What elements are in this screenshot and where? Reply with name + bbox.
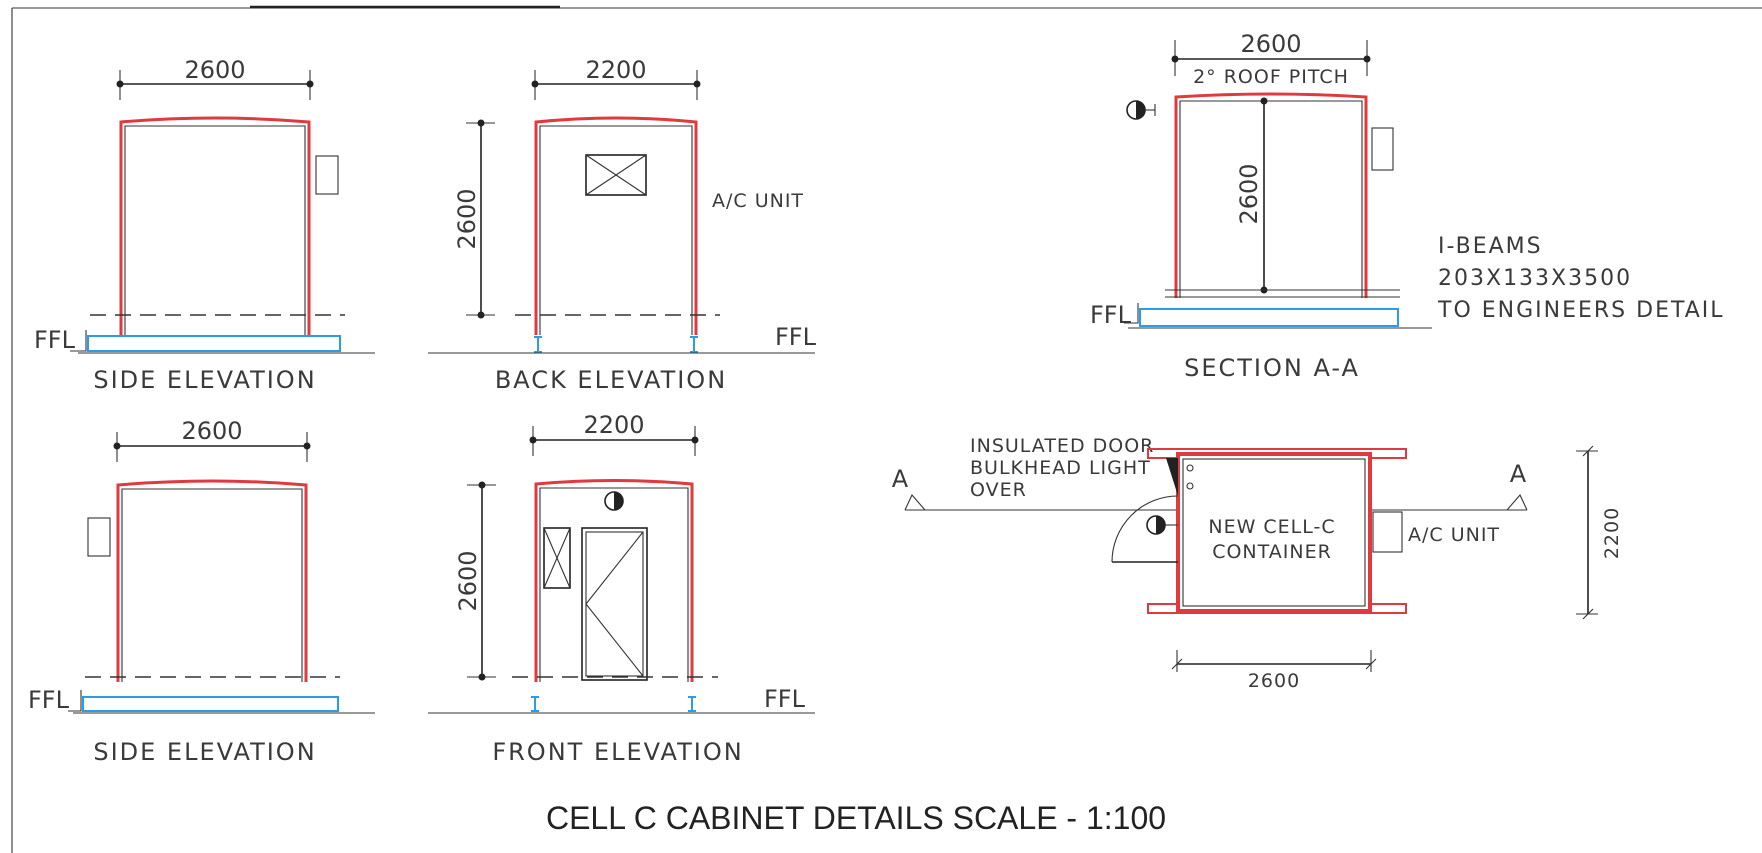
- section-a-a: 2600 2° ROOF PITCH 2600 FFL SECTION A-A …: [1090, 30, 1725, 382]
- vent-grille: [543, 527, 571, 589]
- beam-note-line-3: TO ENGINEERS DETAIL: [1437, 298, 1725, 323]
- view-label: BACK ELEVATION: [495, 366, 727, 394]
- width-dimension-text: 2200: [585, 56, 646, 84]
- foundation-plinth: [1139, 308, 1399, 327]
- ffl-label: FFL: [764, 685, 806, 713]
- front-elevation: 2200 2600: [428, 411, 815, 766]
- door-symbol: [581, 527, 648, 681]
- section-marker-left: A: [892, 465, 909, 493]
- cabinet-frame: [119, 116, 311, 335]
- width-dimension-text: 2200: [583, 411, 644, 439]
- height-dimension: 2600: [1235, 97, 1268, 294]
- wall-unit-box: [87, 517, 111, 557]
- width-dimension: 2200: [529, 411, 699, 456]
- ffl-label: FFL: [34, 326, 76, 354]
- sheet-title: CELL C CABINET DETAILS SCALE - 1:100: [546, 800, 1166, 836]
- width-dimension-text: 2600: [184, 56, 245, 84]
- height-dimension-text: 2200: [1601, 507, 1623, 559]
- cabinet-frame: [534, 116, 698, 335]
- sheet-border: [11, 5, 1762, 853]
- roof-pitch-note: 2° ROOF PITCH: [1193, 66, 1349, 88]
- ac-unit-box: [1372, 511, 1403, 553]
- width-dimension: 2600: [1171, 650, 1377, 692]
- width-dimension: 2600: [116, 56, 314, 100]
- door-note: INSULATED DOOR BULKHEAD LIGHT OVER: [970, 435, 1154, 501]
- back-elevation: 2200 2600 A/C UNIT FFL BACK ELEVATION: [428, 56, 817, 394]
- ac-unit-label: A/C UNIT: [712, 190, 804, 212]
- i-beam-note: I-BEAMS 203X133X3500 TO ENGINEERS DETAIL: [1437, 234, 1725, 323]
- side-elevation-top: 2600 FFL SIDE ELEVATION: [34, 56, 375, 394]
- view-label: FRONT ELEVATION: [492, 738, 743, 766]
- door-swing: [1111, 458, 1194, 563]
- foundation-plinth: [82, 696, 339, 712]
- width-dimension-text: 2600: [181, 417, 242, 445]
- cabinet-frame: [116, 479, 308, 682]
- foundation-plinth: [87, 335, 341, 352]
- height-dimension: 2600: [453, 119, 495, 319]
- width-dimension: 2600: [113, 417, 311, 462]
- height-dimension-text: 2600: [453, 188, 481, 249]
- side-elevation-bottom: 2600 FFL SIDE ELEVATION: [28, 417, 375, 766]
- height-dimension: 2200: [1576, 445, 1623, 620]
- bulkhead-light-icon: [1146, 515, 1178, 535]
- width-dimension: 2600: [1171, 30, 1371, 76]
- width-dimension-text: 2600: [1248, 670, 1300, 692]
- height-dimension-text: 2600: [454, 550, 482, 611]
- door-note-line-1: INSULATED DOOR: [970, 435, 1154, 457]
- height-dimension-text: 2600: [1235, 163, 1263, 224]
- cabinet-frame: [1174, 92, 1368, 298]
- beam-note-line-1: I-BEAMS: [1438, 234, 1543, 259]
- door-note-line-2: BULKHEAD LIGHT: [970, 457, 1151, 479]
- view-label: SECTION A-A: [1184, 354, 1360, 382]
- door-note-line-3: OVER: [970, 479, 1027, 501]
- section-marker-right: A: [1510, 460, 1527, 488]
- i-beam-supports: [531, 696, 696, 712]
- container-label-line-1: NEW CELL-C: [1208, 516, 1335, 538]
- bulkhead-light-icon: [604, 491, 624, 511]
- bulkhead-light-icon: [1126, 100, 1156, 120]
- width-dimension: 2200: [531, 56, 701, 100]
- width-dimension-text: 2600: [1240, 30, 1301, 58]
- ffl-label: FFL: [775, 323, 817, 351]
- container-outline: [1176, 452, 1372, 613]
- container-label-line-2: CONTAINER: [1212, 541, 1332, 563]
- cabinet-frame: [534, 479, 694, 682]
- ffl-label: FFL: [28, 686, 70, 714]
- view-label: SIDE ELEVATION: [93, 366, 316, 394]
- plan-view: A A INSULATED DOOR BULKHEAD LIGHT OVER: [892, 435, 1623, 692]
- view-label: SIDE ELEVATION: [93, 738, 316, 766]
- ffl-label: FFL: [1090, 301, 1132, 329]
- beam-note-line-2: 203X133X3500: [1438, 266, 1632, 291]
- wall-unit-box: [315, 155, 339, 195]
- height-dimension: 2600: [454, 481, 496, 681]
- i-beam-supports: [534, 336, 698, 353]
- ac-unit-symbol: [585, 154, 647, 196]
- ac-unit-label: A/C UNIT: [1408, 524, 1500, 546]
- wall-unit-box: [1371, 127, 1394, 171]
